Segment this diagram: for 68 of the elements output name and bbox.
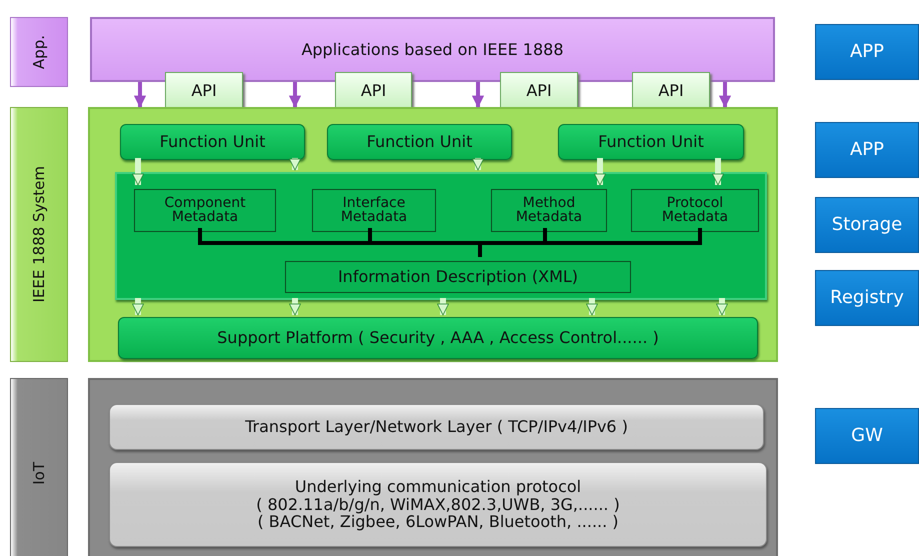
arrow [594,158,606,186]
arrow [132,158,144,186]
api-box [165,72,243,110]
protocol-layer-label: ( BACNet, Zigbee, 6LowPAN, Bluetooth, ...... ) [257,513,619,531]
protocol-layer-box [109,462,767,547]
metadata-label: Component Metadata [163,197,247,224]
metadata-panel [115,172,767,300]
api-box [632,72,710,110]
arrow [289,82,301,108]
arrow [716,298,728,316]
layer-name: IoT [30,462,48,484]
layer-tab [10,378,68,556]
system-layer-panel [88,107,778,362]
metadata-box [312,189,436,232]
arrow [712,158,724,186]
arrow [134,82,146,108]
side-component-box [815,122,919,178]
arrow [132,298,144,316]
iot-layer-panel [88,378,778,556]
api-label: API [191,82,217,100]
layer-name: App. [30,34,48,70]
protocol-layer-box [109,404,764,450]
api-label: API [526,82,552,100]
function-unit-label: Function Unit [160,133,266,151]
side-component-box [815,24,919,80]
side-component-box [815,197,919,253]
function-unit-label: Function Unit [366,133,472,151]
information-description-label: Information Description (XML) [338,268,578,286]
arrow [719,82,731,108]
layer-title: Applications based on IEEE 1888 [301,41,564,59]
metadata-box [491,189,607,232]
side-component-box [815,408,919,464]
protocol-layer-label: ( 802.11a/b/g/n, WiMAX,802.3,UWB, 3G,...... ) [256,496,620,514]
arrow [289,298,301,316]
layer-name: IEEE 1888 System [30,166,48,303]
side-component-box [815,270,919,326]
application-layer-bar [90,17,775,82]
side-component-label: APP [850,140,884,160]
api-label: API [360,82,386,100]
arrow [472,82,484,108]
side-component-label: Registry [830,288,904,308]
side-component-label: APP [850,42,884,62]
layer-tab [10,17,68,87]
metadata-box [134,189,276,232]
arrow [586,298,598,316]
side-component-label: GW [851,426,883,446]
arrow [289,158,301,170]
metadata-label: Method Metadata [514,197,584,224]
function-unit-box [558,124,744,160]
connector-line [478,228,702,257]
arrow [472,158,484,170]
support-platform-box [118,317,758,359]
information-description-box [285,261,631,293]
api-box [335,72,412,110]
protocol-layer-label: Transport Layer/Network Layer ( TCP/IPv4/IPv6 ) [245,418,628,436]
function-unit-box [120,124,305,160]
metadata-label: Interface Metadata [340,197,408,224]
api-box [500,72,578,110]
api-label: API [658,82,684,100]
function-unit-box [327,124,512,160]
side-component-label: Storage [832,215,902,235]
function-unit-label: Function Unit [598,133,704,151]
support-platform-label: Support Platform ( Security , AAA , Access Control...... ) [217,329,659,347]
layer-tab [10,107,68,362]
metadata-label: Protocol Metadata [660,197,730,224]
arrow [437,298,449,316]
metadata-box [631,189,759,232]
protocol-layer-label: Underlying communication protocol [294,478,582,496]
